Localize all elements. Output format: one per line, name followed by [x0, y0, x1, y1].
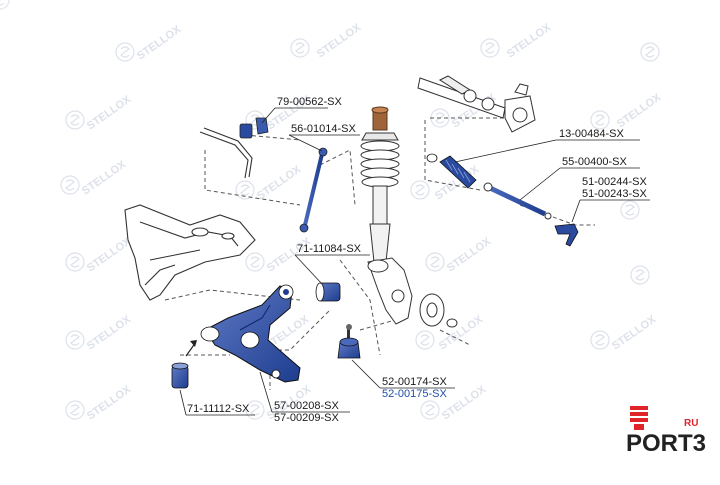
stabilizer-bushing: [239, 117, 269, 139]
svg-text:STELLOX: STELLOX: [85, 235, 134, 274]
part-label-71-11112[interactable]: 71-11112-SX: [187, 403, 250, 415]
leader-lines: [179, 107, 650, 416]
part-label-71-11084[interactable]: 71-11084-SX: [297, 243, 362, 255]
watermark-pattern: [0, 0, 10, 10]
svg-text:STELLOX: STELLOX: [85, 93, 134, 132]
svg-text:STELLOX: STELLOX: [135, 23, 184, 62]
part-label-51-00243[interactable]: 51-00243-SX: [582, 188, 647, 200]
ball-joint: [337, 324, 361, 359]
svg-text:STELLOX: STELLOX: [85, 313, 134, 352]
part-label-57-00208[interactable]: 57-00208-SX: [274, 400, 339, 412]
svg-text:STELLOX: STELLOX: [315, 21, 364, 60]
part-label-56-01014[interactable]: 56-01014-SX: [291, 123, 356, 135]
part-label-79-00562[interactable]: 79-00562-SX: [277, 96, 342, 108]
assembly-lines: [164, 117, 595, 390]
steering-knuckle: [367, 257, 413, 325]
svg-text:STELLOX: STELLOX: [445, 235, 494, 274]
part-label-13-00484[interactable]: 13-00484-SX: [559, 128, 624, 140]
svg-text:STELLOX: STELLOX: [440, 383, 489, 422]
silent-block-rear: [171, 340, 197, 389]
wheel-hub: [419, 293, 458, 328]
svg-text:STELLOX: STELLOX: [85, 383, 134, 422]
part-label-51-00244[interactable]: 51-00244-SX: [582, 176, 647, 188]
svg-text:STELLOX: STELLOX: [505, 21, 554, 60]
control-arm: [200, 284, 301, 383]
svg-text:STELLOX: STELLOX: [615, 91, 664, 130]
steering-rack: [417, 75, 536, 133]
part-label-55-00400[interactable]: 55-00400-SX: [562, 156, 627, 168]
tie-rod-end: [554, 223, 579, 247]
piston-icon: [630, 406, 648, 430]
steering-boot: [426, 153, 477, 189]
silent-block-front: [315, 282, 341, 302]
logo-suffix: RU: [684, 418, 699, 429]
strut-assembly: [360, 106, 400, 263]
logo-text: PORT3: [626, 430, 707, 457]
svg-text:STELLOX: STELLOX: [610, 313, 659, 352]
port3-logo[interactable]: RU PORT3: [612, 404, 712, 464]
svg-text:STELLOX: STELLOX: [255, 163, 304, 202]
part-label-52-00175[interactable]: 52-00175-SX: [382, 388, 447, 400]
subframe: [124, 204, 256, 301]
tie-rod: [483, 182, 552, 220]
stabilizer-bar: [199, 127, 253, 179]
svg-text:STELLOX: STELLOX: [437, 313, 486, 352]
part-label-52-00174[interactable]: 52-00174-SX: [382, 376, 447, 388]
stabilizer-link: [299, 147, 328, 233]
part-label-57-00209[interactable]: 57-00209-SX: [274, 412, 339, 424]
svg-text:STELLOX: STELLOX: [80, 158, 129, 197]
